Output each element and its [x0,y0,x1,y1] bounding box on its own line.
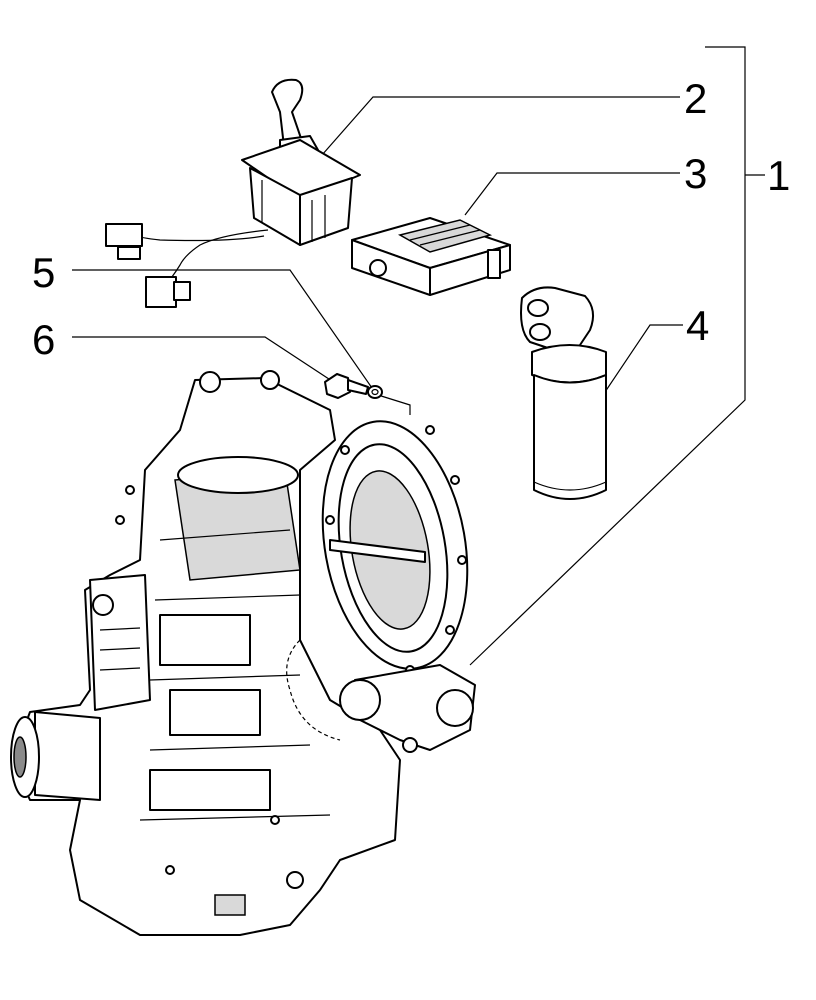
leader-1-bracket [469,46,746,666]
leader-4 [604,324,683,393]
leader-lines [72,46,765,666]
leader-3 [464,172,680,216]
connector-lower [145,276,177,308]
transmission-housing [10,370,476,936]
callout-6: 6 [32,316,55,363]
callout-1: 1 [767,152,790,199]
oil-filter [520,286,607,500]
connector-upper [105,223,143,247]
washer-5 [367,385,383,399]
leader-2 [321,96,680,156]
callout-3: 3 [684,150,707,197]
callout-2: 2 [684,75,707,122]
leader-5b [377,394,411,415]
control-unit [351,217,511,296]
callout-5: 5 [32,249,55,296]
shift-lever-assembly [105,78,361,308]
callout-labels: 1 2 3 4 5 6 [32,75,790,363]
bolt-6 [324,373,351,399]
leader-6 [72,336,336,384]
callout-4: 4 [686,302,709,349]
leader-5 [72,269,373,389]
bolt-and-washer [324,373,383,399]
